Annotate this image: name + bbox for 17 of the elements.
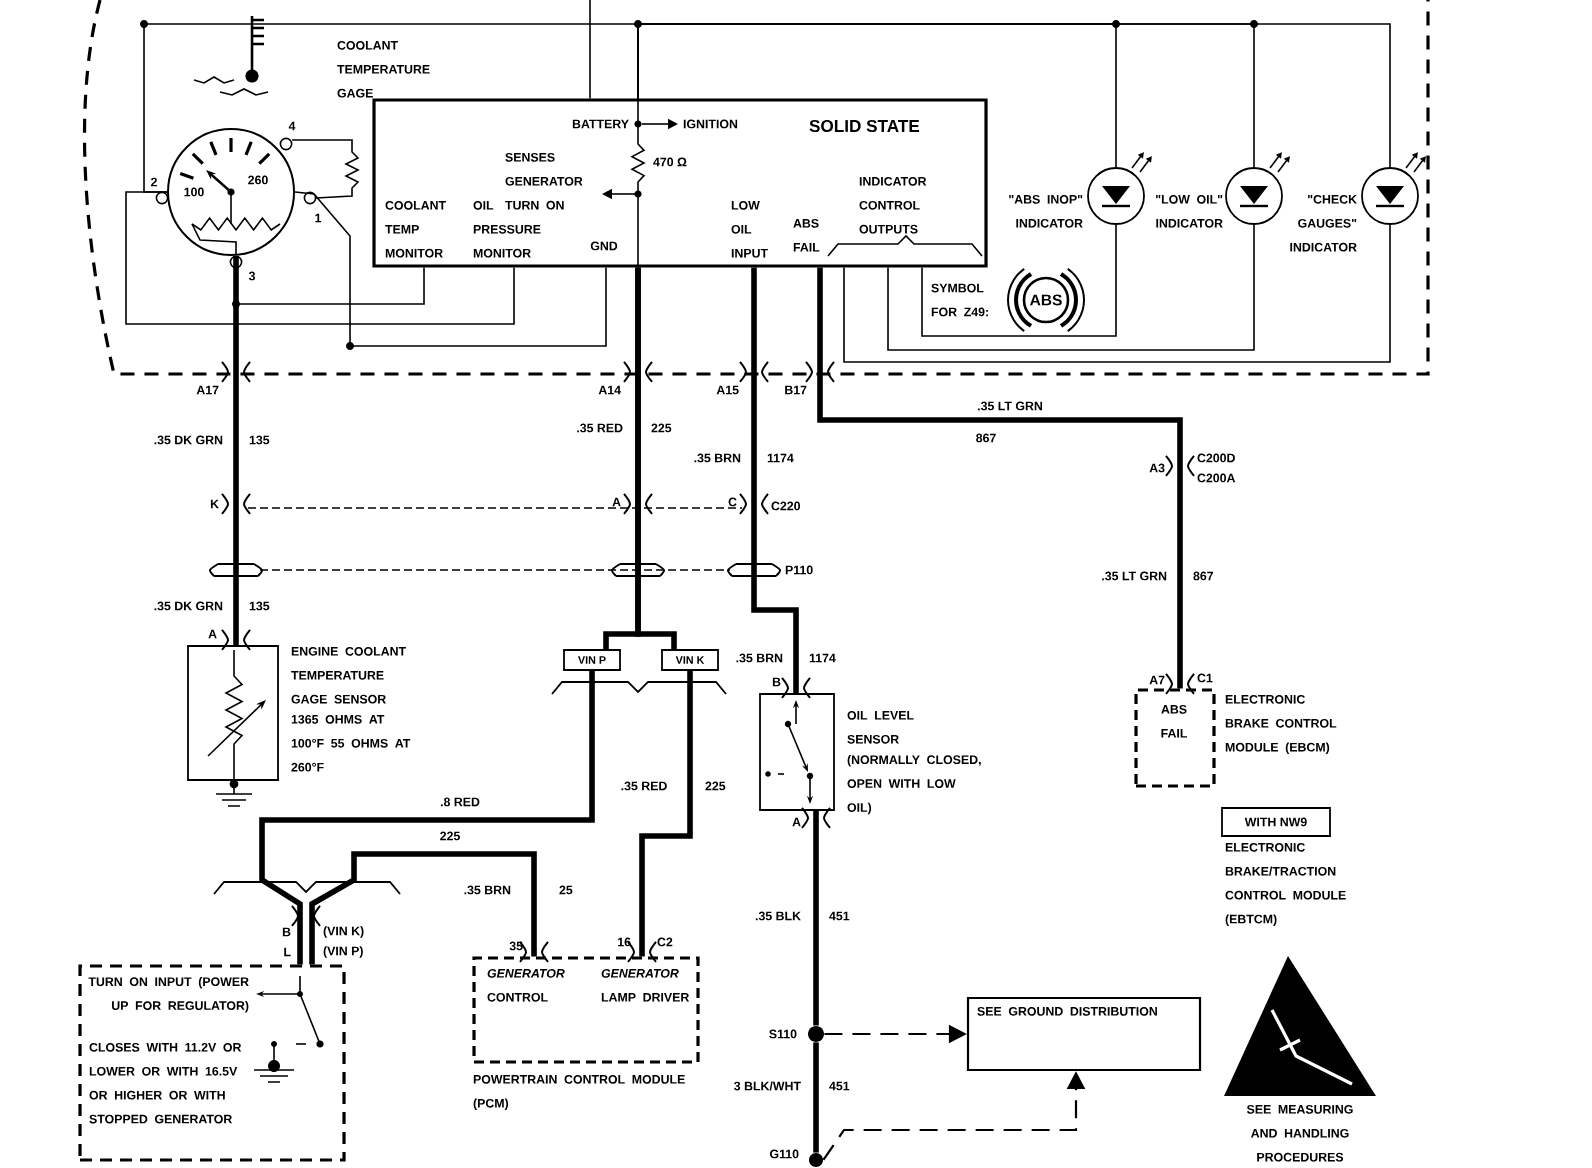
wire — [817, 267, 1183, 689]
wire — [143, 23, 639, 193]
wire — [813, 810, 819, 1026]
wire — [125, 191, 515, 325]
wire — [843, 224, 1391, 363]
wire — [637, 23, 1391, 168]
wire — [887, 224, 1255, 351]
wire — [309, 851, 537, 965]
wire — [751, 267, 799, 694]
wire — [813, 1042, 819, 1153]
wire — [294, 191, 607, 347]
wire — [259, 670, 595, 965]
wire — [639, 670, 693, 957]
wire — [921, 224, 1117, 337]
wire — [635, 267, 677, 650]
wire — [233, 256, 239, 646]
wire — [589, 0, 591, 100]
